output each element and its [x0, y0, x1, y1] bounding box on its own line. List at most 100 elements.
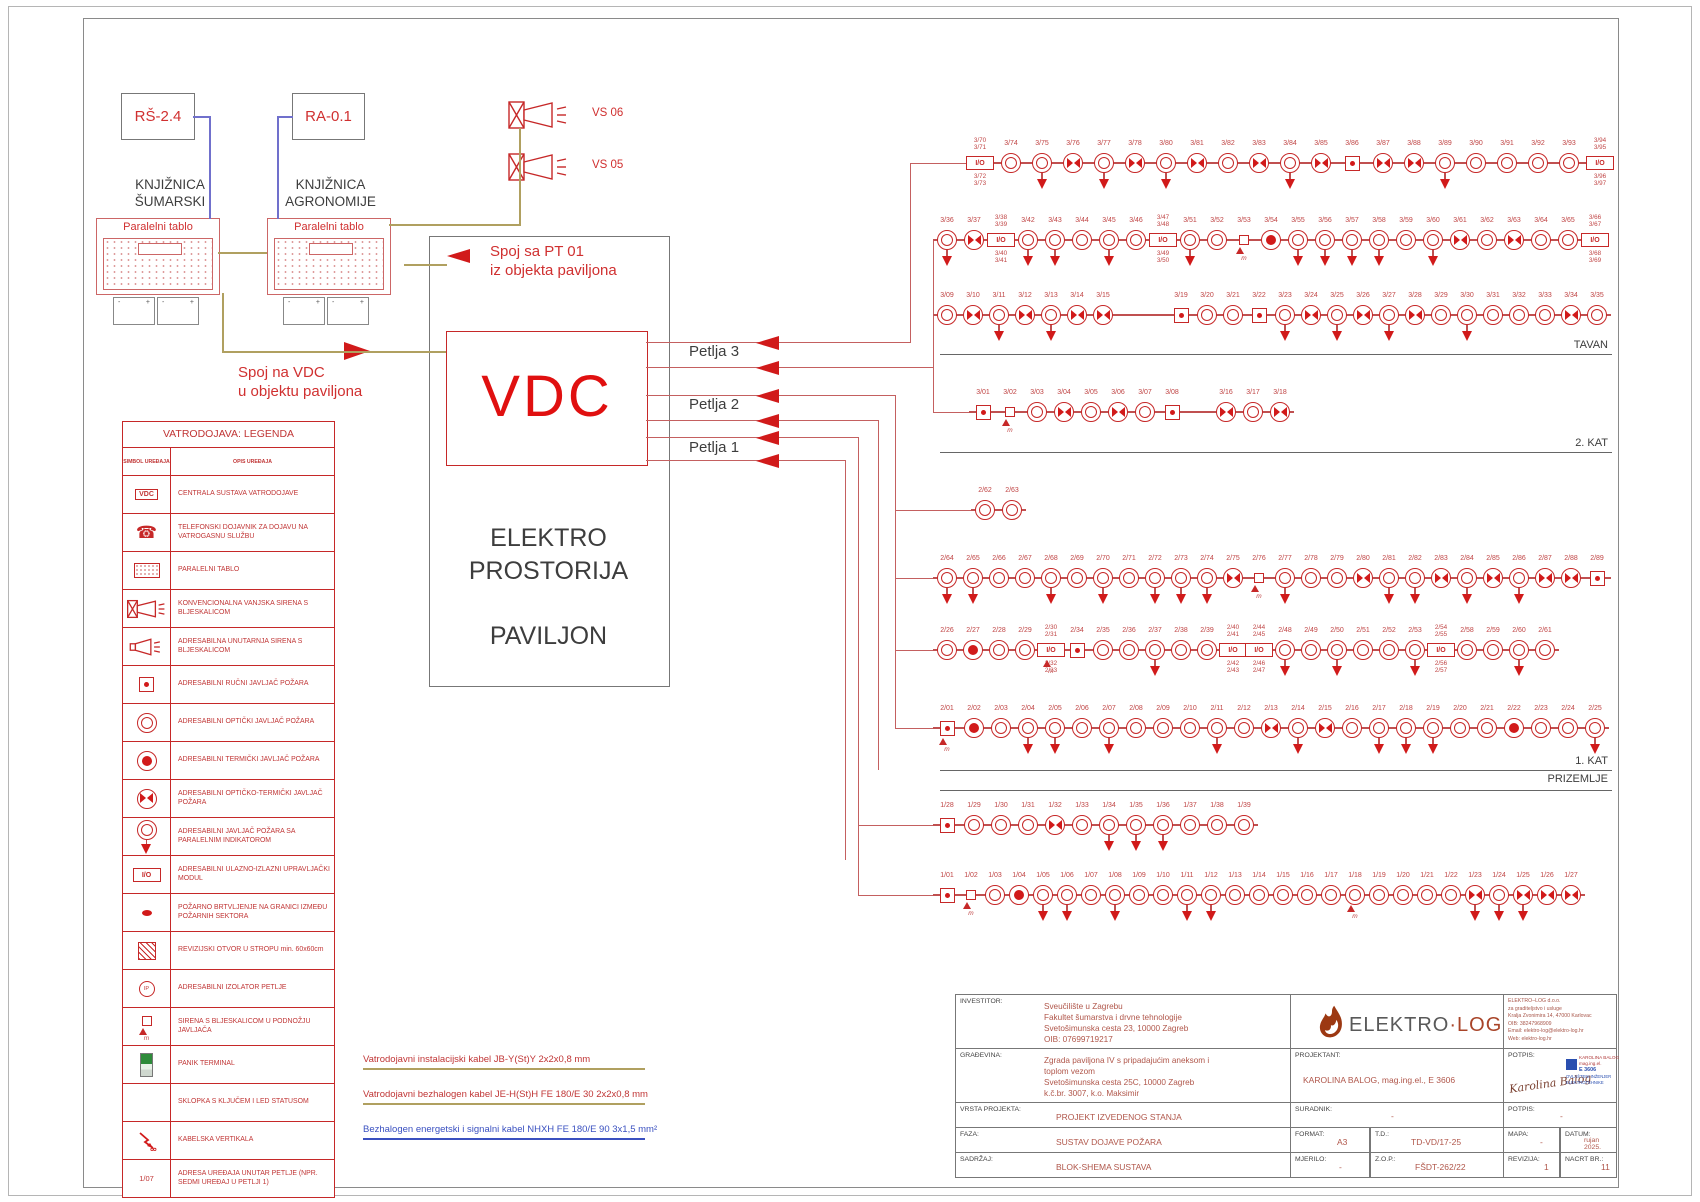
optical-detector-icon — [1509, 640, 1529, 660]
device-address: 1/12 — [1204, 872, 1218, 879]
wire — [933, 240, 935, 413]
device-address: 2/74 — [1200, 555, 1214, 562]
indicator-stem — [1289, 173, 1291, 179]
indicator-stem — [1474, 905, 1476, 911]
optical-thermal-detector-icon — [1431, 568, 1451, 588]
optical-detector-icon — [1483, 640, 1503, 660]
device-address: 3/57 — [1345, 217, 1359, 224]
optical-detector-icon — [1099, 718, 1119, 738]
optical-detector-icon — [937, 568, 957, 588]
device-address: 2/62 — [978, 487, 992, 494]
device-address: 3/91 — [1500, 140, 1514, 147]
device-address: 3/42 — [1021, 217, 1035, 224]
optical-detector-icon — [1531, 718, 1551, 738]
device-address: 3/30 — [1460, 292, 1474, 299]
vrsta-cell: VRSTA PROJEKTA: PROJEKT IZVEDENOG STANJA — [955, 1102, 1291, 1128]
optical-detector-icon — [989, 305, 1009, 325]
legend-row: ADRESABILNI TERMIČKI JAVLJAČ POŽARA — [123, 742, 334, 780]
optical-detector-icon — [1218, 153, 1238, 173]
loop-isolator-icon: IP — [138, 980, 155, 997]
device-address: 2/80 — [1356, 555, 1370, 562]
optical-thermal-detector-icon — [136, 788, 157, 809]
device-address: 2/81 — [1382, 555, 1396, 562]
wire — [895, 510, 985, 512]
parallel-indicator-icon — [1149, 666, 1160, 676]
panel-icon — [133, 563, 160, 578]
device-address: 2/63 — [1005, 487, 1019, 494]
indicator-stem — [1297, 738, 1299, 744]
optical-thermal-detector-icon — [1261, 718, 1281, 738]
nacrt-cell: NACRT BR.: 11 — [1560, 1152, 1617, 1178]
device-address: 3/56 — [1318, 217, 1332, 224]
manual-call-point-icon — [139, 677, 154, 692]
wire — [910, 163, 912, 343]
optical-detector-icon — [1396, 230, 1416, 250]
building-label: PAVILJON — [489, 622, 608, 650]
optical-detector-icon — [1126, 718, 1146, 738]
parallel-indicator-icon — [1103, 744, 1114, 754]
drawing-frame — [83, 18, 1619, 1188]
optical-detector-icon — [1126, 230, 1146, 250]
device-address: 2/22 — [1507, 705, 1521, 712]
elektrolog-logo-text: ELEKTRO·LOG — [1349, 1014, 1503, 1036]
device-address: 2/85 — [1486, 555, 1500, 562]
optical-detector-icon — [1457, 305, 1477, 325]
legend-col-symbol: SIMBOL UREĐAJA — [123, 448, 171, 475]
optical-thermal-detector-icon — [1067, 305, 1087, 325]
potpis2-cell: POTPIS: - — [1503, 1102, 1617, 1128]
optical-detector-icon — [1275, 640, 1295, 660]
device-address: 2/60 — [1512, 627, 1526, 634]
io-module-icon: I/O — [1219, 643, 1247, 657]
optical-thermal-detector-icon — [1301, 305, 1321, 325]
device-address: 2/36 — [1122, 627, 1136, 634]
wire — [933, 577, 1611, 579]
device-address: 1/07 — [1084, 872, 1098, 879]
indicator-stem — [1297, 250, 1299, 256]
sounder-trapezoid-icon — [939, 738, 947, 745]
device-address: 2/02 — [967, 705, 981, 712]
device-address: 1/35 — [1129, 802, 1143, 809]
cable-legend-entry: Vatrodojavni instalacijski kabel JB-Y(St… — [363, 1054, 591, 1065]
parallel-indicator-icon — [1513, 594, 1524, 604]
device-address: 3/59 — [1399, 217, 1413, 224]
indicator-stem — [1414, 660, 1416, 666]
manual-call-point-icon — [1589, 570, 1605, 586]
stamp-emblem-icon — [1566, 1059, 1577, 1070]
device-address: 1/17 — [1324, 872, 1338, 879]
optical-detector-icon — [1342, 718, 1362, 738]
faza-cell: FAZA: SUSTAV DOJAVE POŽARA — [955, 1127, 1291, 1153]
device-address: 3/06 — [1111, 389, 1125, 396]
optical-detector-icon — [1135, 402, 1155, 422]
optical-detector-icon — [1018, 815, 1038, 835]
sounder-m-label: m — [1048, 668, 1054, 675]
optical-detector-icon — [1489, 885, 1509, 905]
parallel-indicator-icon — [1175, 594, 1186, 604]
wire — [193, 116, 210, 118]
optical-thermal-detector-icon — [1353, 568, 1373, 588]
device-address: 3/07 — [1138, 389, 1152, 396]
device-address: 2/75 — [1226, 555, 1240, 562]
sounder-trapezoid-icon — [1251, 585, 1259, 592]
device-address: 3/86 — [1345, 140, 1359, 147]
optical-thermal-detector-icon — [1504, 230, 1524, 250]
legend-row: ☎TELEFONSKI DOJAVNIK ZA DOJAVU NA VATROG… — [123, 514, 334, 552]
device-address: 2/29 — [1018, 627, 1032, 634]
cable-legend-entry: Bezhalogen energetski i signalni kabel N… — [363, 1124, 658, 1135]
device-address: 2/20 — [1453, 705, 1467, 712]
parallel-indicator-icon — [1427, 744, 1438, 754]
device-address: 3/03 — [1030, 389, 1044, 396]
optical-detector-icon — [1234, 815, 1254, 835]
parallel-indicator-icon — [1383, 331, 1394, 341]
indicator-stem — [1027, 738, 1029, 744]
device-address: 1/36 — [1156, 802, 1170, 809]
optical-thermal-detector-icon — [1054, 402, 1074, 422]
optical-detector-icon — [1129, 885, 1149, 905]
manual-call-point-icon — [939, 720, 955, 736]
vs06-label: VS 06 — [592, 107, 624, 119]
indicator-stem — [1108, 835, 1110, 841]
optical-detector-icon — [1126, 815, 1146, 835]
